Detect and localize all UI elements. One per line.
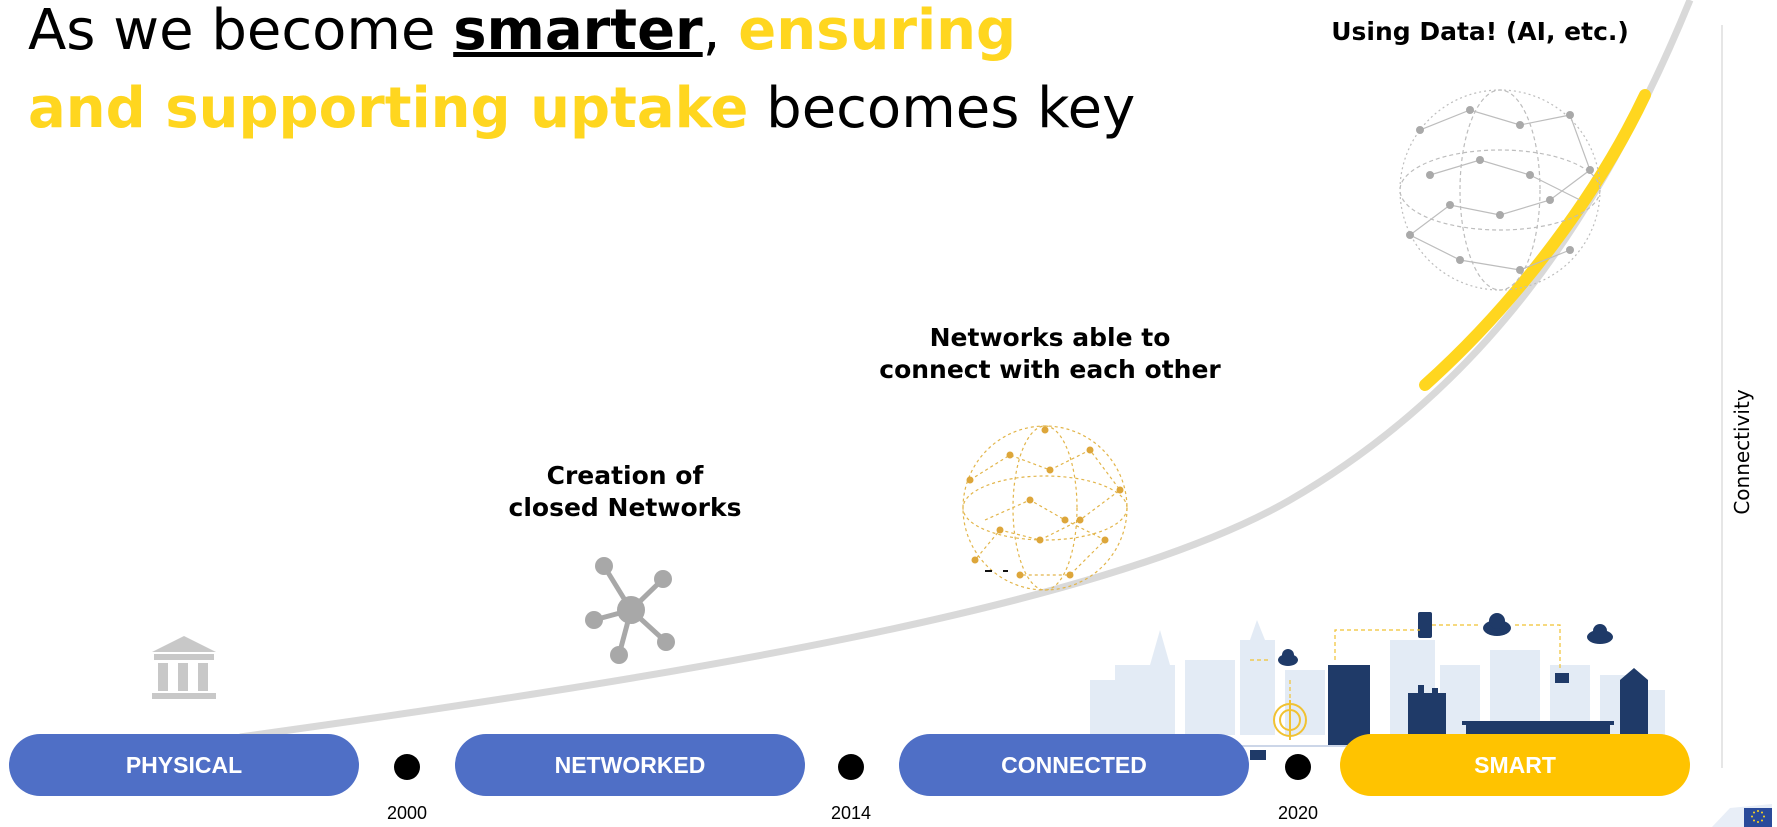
timeline-dot <box>394 754 420 780</box>
title-text: , <box>702 0 739 63</box>
year-label: 2020 <box>1277 803 1319 823</box>
title-text: As we become <box>28 0 454 63</box>
grey-globe-icon <box>1399 89 1601 291</box>
title-emphasis: smarter <box>453 0 703 63</box>
network-hub-icon <box>585 557 675 664</box>
year-label: 2000 <box>386 803 428 823</box>
stage-label: PHYSICAL <box>125 751 243 778</box>
stage-networked: NETWORKED <box>455 734 805 796</box>
eu-flag-icon <box>1712 804 1772 827</box>
stage-label: CONNECTED <box>1001 751 1147 778</box>
title-highlight: and supporting uptake <box>28 76 749 141</box>
caption-closed-networks: Creation of closed Networks <box>475 460 775 524</box>
gold-globe-nodes <box>966 426 1124 579</box>
page-title: As we become smarter, ensuring and suppo… <box>28 0 1135 148</box>
title-highlight: ensuring <box>738 0 1017 63</box>
stage-smart: SMART <box>1340 734 1690 796</box>
timeline-dot <box>1285 754 1311 780</box>
title-line-2: and supporting uptake becomes key <box>28 70 1135 148</box>
grey-globe-nodes <box>1406 106 1594 274</box>
stage-connected: CONNECTED <box>899 734 1249 796</box>
caption-line: Networks able to <box>929 323 1171 352</box>
caption-line: connect with each other <box>879 355 1221 384</box>
stage-physical: PHYSICAL <box>9 734 359 796</box>
caption-networks-connect: Networks able to connect with each other <box>860 322 1240 386</box>
stage-label: SMART <box>1474 751 1556 778</box>
year-label: 2014 <box>830 803 872 823</box>
caption-line: Creation of <box>546 461 704 490</box>
gold-globe-icon <box>962 425 1128 591</box>
museum-icon <box>152 636 216 699</box>
caption-text: Using Data! (AI, etc.) <box>1331 17 1629 46</box>
timeline-dot <box>838 754 864 780</box>
smart-city-illustration <box>1090 612 1665 760</box>
smart-curve-highlight <box>1419 89 1651 391</box>
connectivity-axis-label: Connectivity <box>1730 389 1754 515</box>
title-text: becomes key <box>748 76 1136 141</box>
stage-label: NETWORKED <box>554 751 706 778</box>
title-line-1: As we become smarter, ensuring <box>28 0 1135 70</box>
caption-using-data: Using Data! (AI, etc.) <box>1290 16 1670 48</box>
caption-line: closed Networks <box>508 493 742 522</box>
